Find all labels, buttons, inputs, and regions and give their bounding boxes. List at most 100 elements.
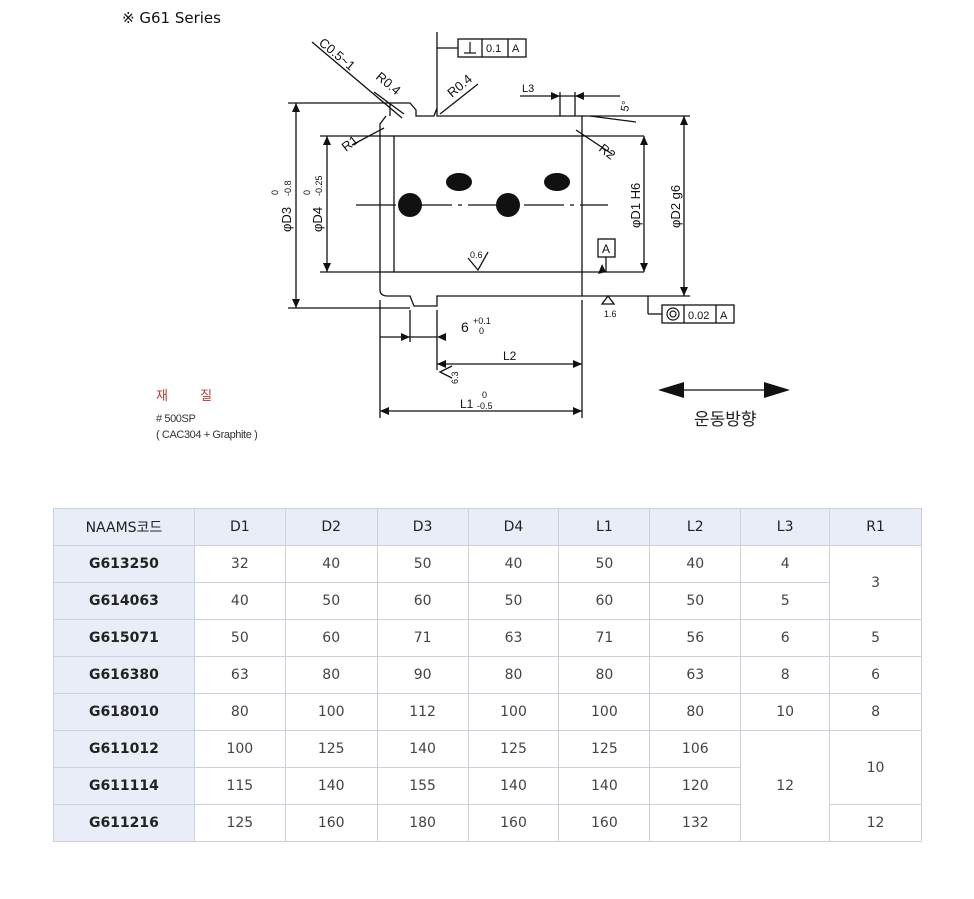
header-l3: L3 xyxy=(740,508,831,546)
cell-l2: 40 xyxy=(649,545,742,583)
rough-outer: 1.6 xyxy=(604,309,617,319)
cell-code: G616380 xyxy=(53,656,195,694)
cell-d1: 125 xyxy=(193,804,286,842)
cell-l1: 100 xyxy=(558,693,651,731)
cell-code: G611216 xyxy=(53,804,195,842)
d3-label: φD3 xyxy=(279,207,294,232)
cell-d3: 60 xyxy=(376,582,469,620)
technical-drawing: C0.5~1 R0.4 R0.4 R1 R2 L3 5° 0.1 A φD3 0… xyxy=(270,32,790,418)
cell-l3: 4 xyxy=(740,545,831,583)
l2-label: L2 xyxy=(503,349,517,363)
material-spec: # 500SP ( CAC304 + Graphite ) xyxy=(156,411,258,443)
rough-face: 6.3 xyxy=(450,371,460,384)
cell-d2: 125 xyxy=(284,730,378,768)
table-row: G611114 115 140 155 140 140 120 xyxy=(53,767,922,805)
cell-r1: 5 xyxy=(829,619,922,657)
cell-d2: 60 xyxy=(284,619,378,657)
cell-l3: 10 xyxy=(740,693,831,731)
cell-code: G614063 xyxy=(53,582,195,620)
cell-l1: 160 xyxy=(558,804,651,842)
cell-d1: 63 xyxy=(193,656,286,694)
cell-d2: 80 xyxy=(284,656,378,694)
l1-label: L1 xyxy=(460,397,474,411)
chamfer-label: C0.5~1 xyxy=(316,35,358,74)
cell-d4: 40 xyxy=(467,545,560,583)
cell-d1: 32 xyxy=(193,545,286,583)
cell-l2: 132 xyxy=(649,804,742,842)
header-d4: D4 xyxy=(467,508,560,546)
material-composition: ( CAC304 + Graphite ) xyxy=(156,429,258,441)
cell-l1: 71 xyxy=(558,619,651,657)
table-row: G618010 80 100 112 100 100 80 10 8 xyxy=(53,693,922,731)
cell-d1: 40 xyxy=(193,582,286,620)
datum-a: A xyxy=(602,242,610,256)
table-row: G613250 32 40 50 40 50 40 4 3 xyxy=(53,545,922,620)
d3-tol-bot: -0.8 xyxy=(283,180,293,196)
table-row: G611216 125 160 180 160 160 132 12 xyxy=(53,804,922,842)
cell-d3: 90 xyxy=(376,656,469,694)
material-grade: # 500SP xyxy=(156,413,196,425)
cell-d3: 50 xyxy=(376,545,469,583)
header-l2: L2 xyxy=(649,508,742,546)
r04-left-label: R0.4 xyxy=(373,69,404,98)
six-tol-bot: 0 xyxy=(479,326,484,336)
cell-l1: 50 xyxy=(558,545,651,583)
cell-l1: 80 xyxy=(558,656,651,694)
cell-code: G613250 xyxy=(53,545,195,583)
cell-r1: 12 xyxy=(829,804,922,842)
spec-table: NAAMS코드 D1 D2 D3 D4 L1 L2 L3 R1 G613250 … xyxy=(53,508,922,842)
cell-r1: 6 xyxy=(829,656,922,694)
cell-l2: 120 xyxy=(649,767,742,805)
six-tol-top: +0.1 xyxy=(473,316,491,326)
cell-r1: 10 xyxy=(829,730,922,805)
material-heading: 재 질 xyxy=(156,389,227,404)
cell-code: G615071 xyxy=(53,619,195,657)
cell-l2: 106 xyxy=(649,730,742,768)
cell-l3: 6 xyxy=(740,619,831,657)
series-title: ※ G61 Series xyxy=(122,9,221,27)
cell-l2: 56 xyxy=(649,619,742,657)
cell-l3: 8 xyxy=(740,656,831,694)
table-header-row: NAAMS코드 D1 D2 D3 D4 L1 L2 L3 R1 xyxy=(53,508,922,546)
cell-d3: 112 xyxy=(376,693,469,731)
cell-d1: 80 xyxy=(193,693,286,731)
d2-label: φD2 g6 xyxy=(668,185,683,228)
cell-l1: 60 xyxy=(558,582,651,620)
cell-d4: 100 xyxy=(467,693,560,731)
d3-tol-top: 0 xyxy=(270,190,280,195)
cell-d4: 140 xyxy=(467,767,560,805)
cell-d2: 40 xyxy=(284,545,378,583)
cell-d3: 155 xyxy=(376,767,469,805)
cell-d1: 115 xyxy=(193,767,286,805)
bushing-cross-section: C0.5~1 R0.4 R0.4 R1 R2 L3 5° 0.1 A φD3 0… xyxy=(270,32,790,418)
cell-l3: 5 xyxy=(740,582,831,620)
r2-label: R2 xyxy=(596,141,618,163)
cell-l3: 12 xyxy=(740,730,831,842)
d4-tol-bot: -0.25 xyxy=(314,175,324,196)
cell-d4: 50 xyxy=(467,582,560,620)
cell-d1: 100 xyxy=(193,730,286,768)
cell-d4: 160 xyxy=(467,804,560,842)
cell-d3: 140 xyxy=(376,730,469,768)
bore-outline xyxy=(393,135,583,273)
cell-code: G618010 xyxy=(53,693,195,731)
cell-d2: 140 xyxy=(284,767,378,805)
flange-outline xyxy=(379,102,583,307)
l1-tol-top: 0 xyxy=(482,390,487,400)
header-d1: D1 xyxy=(193,508,286,546)
cell-d4: 80 xyxy=(467,656,560,694)
conc-tol: 0.02 xyxy=(688,310,709,322)
cell-d4: 125 xyxy=(467,730,560,768)
rough-inner: 0.6 xyxy=(470,250,483,260)
header-l1: L1 xyxy=(558,508,651,546)
header-r1: R1 xyxy=(829,508,922,546)
cell-l1: 140 xyxy=(558,767,651,805)
cell-l2: 63 xyxy=(649,656,742,694)
cell-d2: 100 xyxy=(284,693,378,731)
cell-d4: 63 xyxy=(467,619,560,657)
six-label: 6 xyxy=(461,319,469,335)
table-row: G615071 50 60 71 63 71 56 6 5 xyxy=(53,619,922,657)
d4-tol-top: 0 xyxy=(302,190,312,195)
conc-datum: A xyxy=(720,310,728,322)
cell-d3: 71 xyxy=(376,619,469,657)
